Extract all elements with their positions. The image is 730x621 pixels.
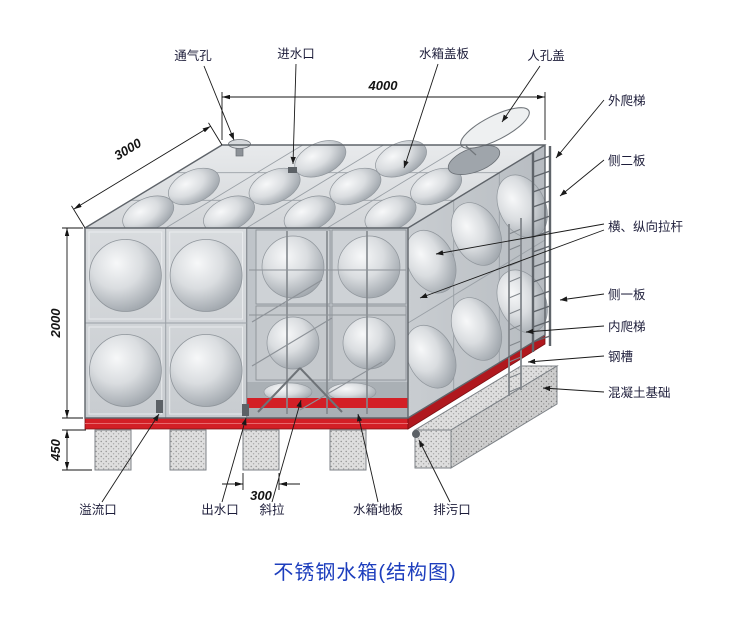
overflow-pipe	[156, 400, 163, 413]
tank-front-panels	[84, 227, 247, 419]
label-vent: 通气孔	[174, 48, 212, 63]
label-steel-channel: 钢槽	[608, 350, 633, 364]
label-tie-rods: 横、纵向拉杆	[608, 219, 684, 234]
label-drain: 排污口	[433, 503, 471, 517]
label-cover: 水箱盖板	[419, 46, 470, 61]
tank-right-face	[405, 144, 548, 419]
label-external-ladder: 外爬梯	[608, 94, 646, 108]
vent-cap	[228, 139, 251, 157]
label-concrete-base: 混凝土基础	[608, 385, 671, 400]
dim-base: 450	[48, 438, 63, 461]
dimension-lines	[62, 92, 546, 490]
label-tank-floor: 水箱地板	[353, 502, 404, 517]
label-outlet: 出水口	[201, 503, 239, 517]
drain-pipe	[412, 430, 420, 438]
diagram-title: 不锈钢水箱(结构图)	[273, 562, 457, 584]
label-manhole: 人孔盖	[527, 49, 565, 63]
label-inlet: 进水口	[277, 47, 315, 61]
label-overflow: 溢流口	[79, 503, 117, 517]
dim-width: 4000	[368, 78, 399, 93]
external-ladder	[531, 146, 552, 352]
outlet-pipe	[242, 404, 249, 416]
label-side-panel-1: 侧一板	[608, 288, 646, 302]
pipe-fittings	[156, 167, 420, 438]
label-side-panel-2: 侧二板	[608, 154, 646, 168]
tank-interior-cutaway	[245, 228, 408, 418]
inlet-pipe	[288, 167, 297, 173]
leader-lines	[101, 63, 605, 503]
dim-spacing: 300	[250, 488, 272, 503]
label-diagonal-brace: 斜拉	[259, 502, 285, 517]
dim-depth: 3000	[111, 135, 144, 163]
label-internal-ladder: 内爬梯	[608, 320, 646, 334]
dimension-texts: 4000 3000 2000 450 300	[48, 78, 398, 503]
part-labels: 通气孔 进水口 水箱盖板 人孔盖 外爬梯 侧二板 横、纵向拉杆 侧一板 内爬梯 …	[79, 46, 683, 517]
dim-height: 2000	[48, 308, 63, 339]
concrete-foundation	[94, 365, 559, 471]
